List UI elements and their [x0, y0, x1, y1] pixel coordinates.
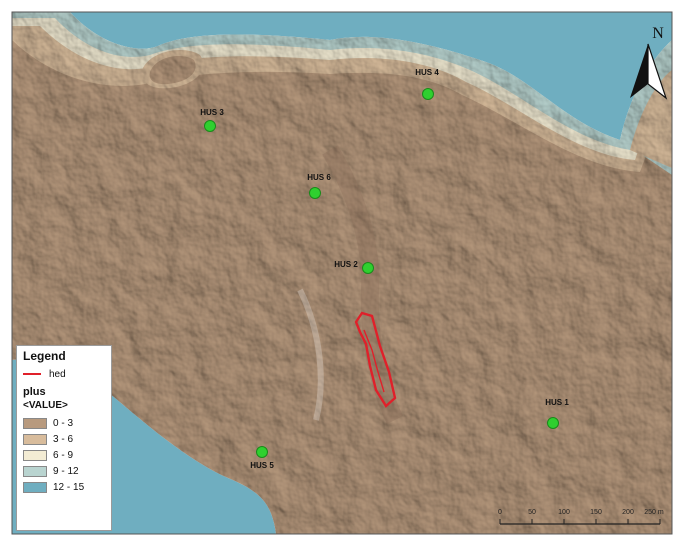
legend-class-label: 3 - 6	[53, 433, 74, 445]
map-point-marker	[547, 417, 559, 429]
points-layer: HUS 4 HUS 3 HUS 6 HUS 2 HUS 1 HUS 5	[200, 68, 569, 470]
map-point-marker	[422, 88, 434, 100]
map-point-label: HUS 5	[250, 461, 274, 470]
scale-tick-label: 150	[590, 509, 602, 516]
map-point: HUS 5	[250, 446, 274, 470]
legend-line-entry: hed	[23, 367, 105, 381]
north-arrow-label: N	[652, 25, 664, 42]
legend-class: 3 - 6	[23, 431, 105, 447]
map-point: HUS 1	[545, 398, 569, 429]
scale-bar: 0 50 100 150 200 250 m	[498, 509, 664, 525]
legend-class: 9 - 12	[23, 463, 105, 479]
map-point-marker	[309, 187, 321, 199]
map-point-marker	[362, 262, 374, 274]
legend-class-swatch	[23, 449, 47, 461]
legend-line-label: hed	[49, 368, 66, 380]
legend-field-name: <VALUE>	[23, 400, 68, 411]
map-point: HUS 4	[415, 68, 439, 100]
map-point: HUS 3	[200, 108, 224, 132]
legend-class: 6 - 9	[23, 447, 105, 463]
legend-layer-name: plus	[23, 386, 46, 398]
map-point-label: HUS 2	[334, 260, 358, 269]
scale-tick-label: 100	[558, 509, 570, 516]
legend-class: 12 - 15	[23, 479, 105, 495]
legend-class-label: 0 - 3	[53, 417, 74, 429]
legend-classes: 0 - 3 3 - 6 6 - 9 9 - 12 12 - 15	[23, 415, 105, 495]
map-point-label: HUS 1	[545, 398, 569, 407]
scale-tick-label: 0	[498, 509, 502, 516]
scale-tick-label: 200	[622, 509, 634, 516]
map-point: HUS 6	[307, 173, 331, 199]
legend-line-swatch	[23, 373, 41, 375]
map-point-label: HUS 6	[307, 173, 331, 182]
legend-class-label: 12 - 15	[53, 481, 85, 493]
legend-class-swatch	[23, 481, 47, 493]
legend-class: 0 - 3	[23, 415, 105, 431]
map-frame	[11, 11, 673, 535]
legend-class-label: 9 - 12	[53, 465, 79, 477]
legend-class-label: 6 - 9	[53, 449, 74, 461]
map-point: HUS 2	[334, 260, 374, 274]
legend-class-swatch	[23, 417, 47, 429]
north-arrow: N	[630, 25, 668, 100]
map-point-marker	[204, 120, 216, 132]
scale-tick-label: 250 m	[644, 509, 664, 516]
legend-title: Legend	[23, 349, 66, 363]
outline-feature	[354, 311, 397, 408]
scale-ticks: 0 50 100 150 200 250 m	[498, 509, 664, 524]
legend-class-swatch	[23, 433, 47, 445]
scale-tick-label: 50	[528, 509, 536, 516]
ridge-highlight	[297, 288, 324, 421]
terrain	[12, 12, 672, 534]
legend-class-swatch	[23, 465, 47, 477]
outline-feature-inner	[363, 329, 385, 393]
map-point-label: HUS 3	[200, 108, 224, 117]
map-point-marker	[256, 446, 268, 458]
map-point-label: HUS 4	[415, 68, 439, 77]
legend: Legend hed plus <VALUE> 0 - 3 3 - 6 6 - …	[16, 345, 112, 531]
